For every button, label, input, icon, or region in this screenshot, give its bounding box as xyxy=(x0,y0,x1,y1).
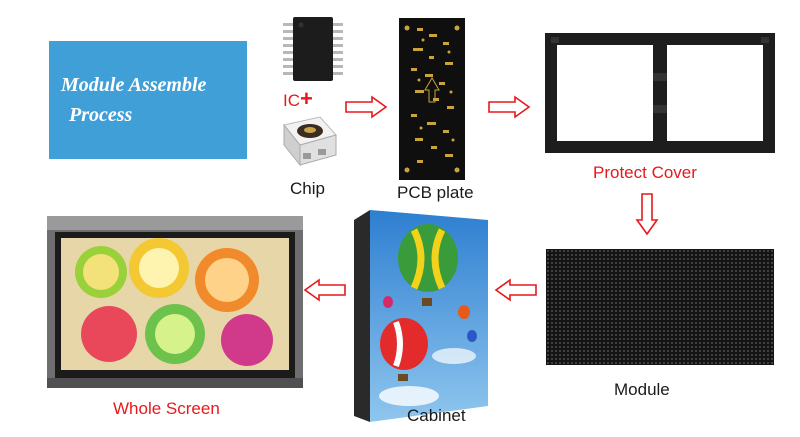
ic-chip-image xyxy=(283,15,343,83)
plus-sign: + xyxy=(300,86,313,111)
whole-screen-image xyxy=(47,216,303,388)
cabinet-image xyxy=(354,206,490,424)
title-line-1: Module Assemble xyxy=(61,74,207,96)
title-line-2: Process xyxy=(69,104,133,126)
led-chip-image xyxy=(276,113,340,169)
chip-label: Chip xyxy=(290,179,325,198)
ic-label-row: IC+ xyxy=(283,86,313,112)
title-box: Module Assemble Process xyxy=(49,41,247,159)
arrow-left-icon xyxy=(494,278,538,302)
cabinet-label: Cabinet xyxy=(407,406,466,425)
arrow-right-icon xyxy=(487,95,531,119)
pcb-label: PCB plate xyxy=(397,183,474,202)
module-label: Module xyxy=(614,380,670,399)
whole-screen-label: Whole Screen xyxy=(113,399,220,418)
ic-label: IC xyxy=(283,91,300,110)
arrow-right-icon xyxy=(344,95,388,119)
arrow-left-icon xyxy=(303,278,347,302)
protect-cover-label: Protect Cover xyxy=(593,163,697,182)
arrow-down-icon xyxy=(635,192,659,236)
protect-cover-image xyxy=(545,33,775,153)
module-image xyxy=(546,249,774,365)
pcb-plate-image xyxy=(399,18,465,180)
